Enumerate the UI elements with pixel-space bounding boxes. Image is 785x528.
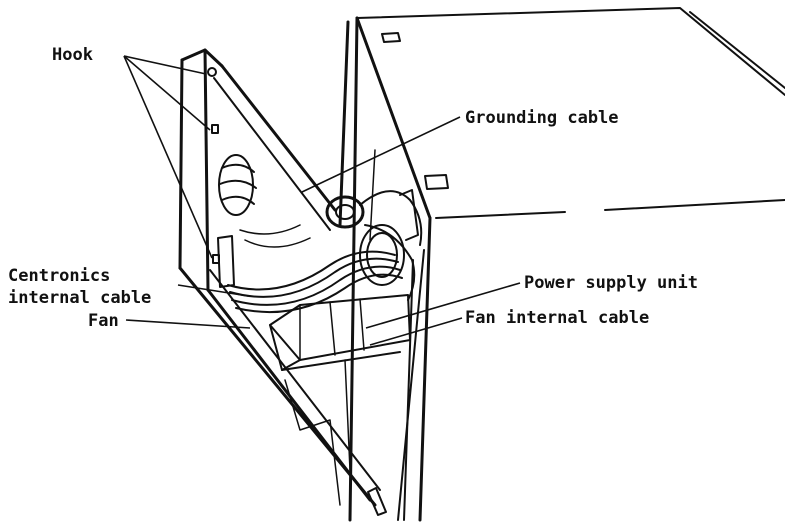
front-post-inner-1 — [397, 249, 425, 521]
hook-middle — [211, 124, 219, 134]
panel-bottom-rail — [209, 269, 381, 491]
cable-strand-4 — [235, 273, 403, 314]
label-hook: Hook — [52, 45, 93, 65]
grounding-ring-outer — [325, 195, 365, 229]
clamp — [399, 189, 419, 241]
leader-lines — [123, 55, 521, 346]
cable-strand-5 — [239, 224, 301, 235]
fan-cable-leader — [369, 317, 463, 346]
label-centronics-line1: Centronics — [8, 266, 110, 286]
cabinet-top-rim — [689, 11, 785, 89]
label-centronics-line2: internal cable — [8, 288, 151, 308]
centronics-leader — [177, 284, 249, 297]
hook-leader-3 — [123, 55, 213, 259]
fan-coil-1 — [221, 163, 255, 173]
cable-bundle — [227, 224, 403, 314]
label-fan-internal-cable: Fan internal cable — [465, 308, 649, 328]
cabinet-side-edge-1 — [435, 211, 566, 219]
fan-coil-2 — [219, 179, 257, 189]
hook-leader-1 — [123, 55, 207, 75]
label-fan: Fan — [88, 311, 119, 331]
panel-top — [180, 48, 224, 68]
panel-foot — [367, 487, 387, 516]
cabinet-front-corner — [355, 16, 432, 220]
front-post-main — [348, 16, 359, 522]
top-slot-2 — [424, 174, 449, 190]
grounding-cable-coil — [325, 189, 423, 301]
cable-strand-1 — [227, 250, 396, 291]
cable-loop — [359, 224, 405, 286]
psu-strut-2 — [344, 359, 351, 471]
hook-top — [207, 67, 217, 77]
grounding-loop-1 — [359, 190, 423, 246]
label-power-supply-unit: Power supply unit — [524, 273, 698, 293]
cable-loop-inner — [366, 232, 398, 278]
cabinet-body — [338, 7, 785, 522]
fan-leader — [125, 319, 251, 329]
grounding-loop-2 — [364, 224, 416, 301]
panel-diagonal-inner — [213, 77, 331, 231]
cable-strand-6 — [244, 237, 311, 248]
centronics-connector — [217, 235, 235, 288]
psu-leader — [365, 282, 521, 329]
cable-strand-3 — [231, 265, 401, 306]
label-grounding-cable: Grounding cable — [465, 108, 619, 128]
psu-strut — [284, 379, 341, 506]
psu-rib-2 — [359, 298, 365, 351]
psu-base — [281, 351, 401, 371]
grounding-ring-inner — [335, 204, 355, 220]
cabinet-side-edge-2 — [604, 199, 785, 211]
hook-leader-2 — [123, 55, 211, 131]
power-supply-box — [269, 294, 411, 506]
fan-coil-3 — [221, 195, 255, 205]
hinged-panel — [178, 48, 387, 516]
panel-inner-edge — [203, 48, 210, 292]
front-post-right — [418, 216, 432, 522]
labels: Hook Grounding cable Centronics internal… — [8, 45, 698, 331]
panel-diagonal-top — [220, 64, 337, 212]
cable-strand-2 — [229, 257, 399, 298]
fan — [218, 154, 257, 216]
psu-front — [269, 294, 411, 361]
cabinet-top-edge — [356, 7, 785, 96]
grounding-cable-leader — [301, 116, 461, 193]
front-post-left — [338, 20, 350, 227]
inner-frame-line — [369, 149, 376, 241]
psu-rib-1 — [329, 301, 336, 356]
panel-left-edge — [178, 58, 184, 270]
top-slot-1 — [381, 32, 401, 43]
front-post-inner-2 — [403, 259, 414, 521]
